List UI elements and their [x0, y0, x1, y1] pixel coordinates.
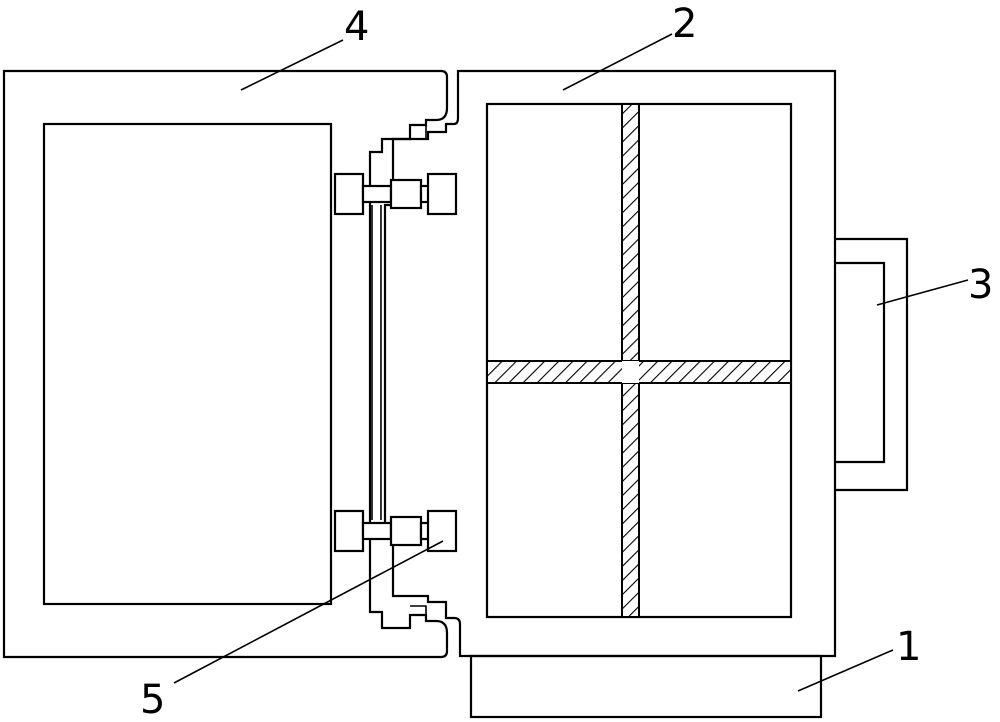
partition-junction — [622, 361, 639, 383]
leader-5 — [173, 540, 444, 684]
leader-1 — [797, 649, 894, 692]
leader-3 — [876, 279, 969, 306]
hinge-rod — [371, 205, 382, 520]
left-notch-top — [410, 120, 427, 140]
hinge-top-knuckle — [389, 178, 423, 210]
part-3-handle — [835, 237, 909, 492]
hinge-bottom-right-block — [426, 509, 458, 553]
callout-1: 1 — [896, 624, 921, 670]
hinge-top-right-block — [426, 172, 458, 216]
handle-outer — [835, 237, 909, 492]
hinge-top-pin-left — [361, 184, 393, 204]
part-1-base — [469, 654, 823, 719]
part-5-hinge-top — [333, 172, 458, 216]
callout-5: 5 — [140, 677, 165, 722]
leader-lines — [173, 33, 969, 692]
left-box-inner-panel — [42, 122, 333, 606]
part-4-left-box — [2, 69, 449, 659]
left-notch-bottom — [410, 605, 427, 621]
part-5-hinge-bottom — [333, 509, 458, 553]
callout-2: 2 — [672, 1, 697, 47]
hinge-bottom-left-block — [333, 509, 365, 553]
callout-4: 4 — [344, 4, 369, 50]
hinge-top-left-block — [333, 172, 365, 216]
callout-3: 3 — [968, 262, 993, 308]
hinge-bottom-knuckle — [389, 515, 423, 547]
left-box-outline — [2, 69, 449, 659]
leader-4 — [240, 39, 344, 91]
leader-2 — [562, 33, 673, 91]
part-2-right-box — [383, 69, 837, 658]
hinge-bottom-pin-left — [361, 521, 393, 541]
handle-inner — [835, 261, 886, 464]
